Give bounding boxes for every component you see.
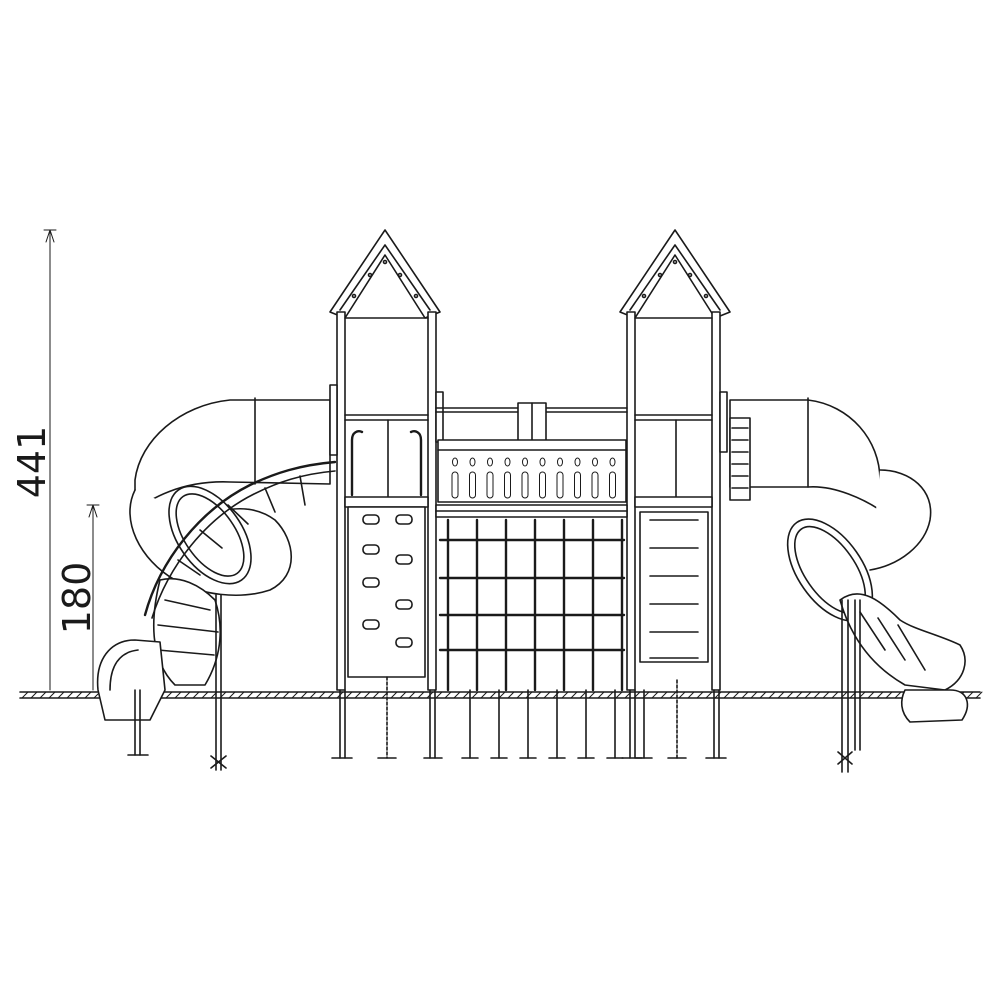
right-tube-slide [729,397,969,773]
left-tower [329,229,444,759]
left-tube-slide [96,397,337,771]
dimension-platform-height: 180 [55,504,100,691]
central-bridge [435,402,653,759]
ground-line [19,691,983,699]
right-tower [619,229,751,759]
dimension-total-height: 441 [10,229,57,691]
dimension-label-platform-height: 180 [55,562,99,635]
dimension-label-total-height: 441 [10,426,54,499]
